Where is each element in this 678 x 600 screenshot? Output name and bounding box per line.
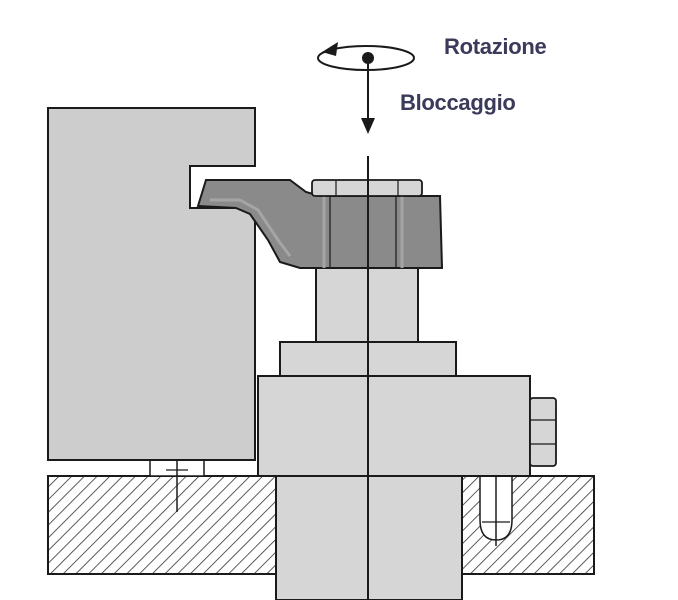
rotation-label: Rotazione <box>444 34 547 59</box>
clamp-arm <box>196 179 444 269</box>
downward-arrow-icon <box>361 64 375 134</box>
mounting-screw <box>479 470 513 546</box>
clamp-body-flange <box>257 375 531 477</box>
hydraulic-fitting <box>529 397 557 467</box>
workpiece-locating-pin <box>149 440 205 512</box>
workpiece <box>47 107 256 461</box>
locking-label: Bloccaggio <box>400 90 516 115</box>
rotation-arrow-icon <box>317 42 415 71</box>
